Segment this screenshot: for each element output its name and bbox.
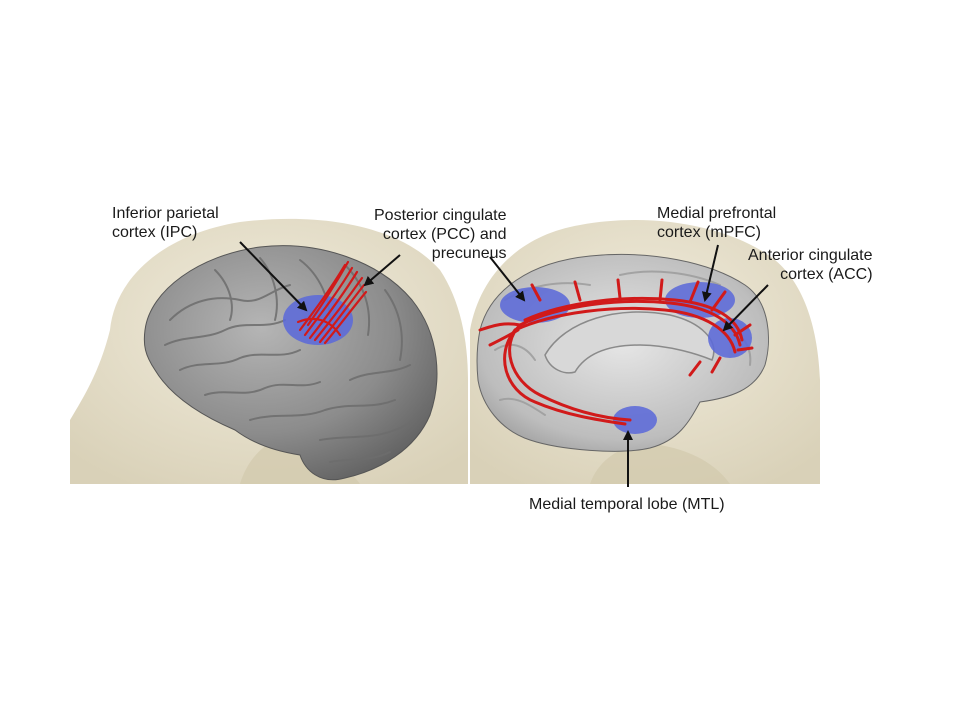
lateral-brain-surface <box>143 245 438 481</box>
mpfc-region <box>665 282 735 318</box>
ipc-label-line2: cortex (IPC) <box>112 224 198 241</box>
mtl-label: Medial temporal lobe (MTL) <box>529 495 725 514</box>
ipc-label: Inferior parietal cortex (IPC) <box>112 204 219 242</box>
lateral-gyri-pattern <box>164 257 426 463</box>
pcc-arrow <box>363 254 401 287</box>
pcc-label-line1: Posterior cingulate <box>374 207 507 224</box>
cingulum-fiber-tract <box>478 278 754 426</box>
mpfc-arrow <box>701 244 719 302</box>
pcc-label-line3: precuneus <box>431 245 507 262</box>
acc-label-line2: cortex (ACC) <box>780 266 873 283</box>
right-neck-shadow <box>590 444 730 484</box>
right-panel-medial-view <box>470 220 820 484</box>
corpus-callosum <box>544 311 715 374</box>
mpfc-label-line2: cortex (mPFC) <box>657 224 761 241</box>
mtl-label-line1: Medial temporal lobe (MTL) <box>529 496 725 513</box>
ipc-arrow <box>239 241 308 312</box>
mtl-region <box>613 406 657 434</box>
medial-gyri-pattern <box>494 270 752 416</box>
acc-arrow <box>722 284 769 332</box>
leader-arrows <box>239 241 769 487</box>
pcc-label-line2: cortex (PCC) and <box>382 226 507 243</box>
ipc-fiber-bundle <box>296 260 368 345</box>
pcc-label: Posterior cingulate cortex (PCC) and pre… <box>374 206 507 263</box>
acc-label: Anterior cingulate cortex (ACC) <box>748 246 873 284</box>
acc-label-line1: Anterior cingulate <box>748 247 873 264</box>
mpfc-label: Medial prefrontal cortex (mPFC) <box>657 204 776 242</box>
mpfc-label-line1: Medial prefrontal <box>657 205 777 222</box>
ipc-label-line1: Inferior parietal <box>112 205 219 222</box>
pcc-medial-arrow <box>489 256 526 302</box>
